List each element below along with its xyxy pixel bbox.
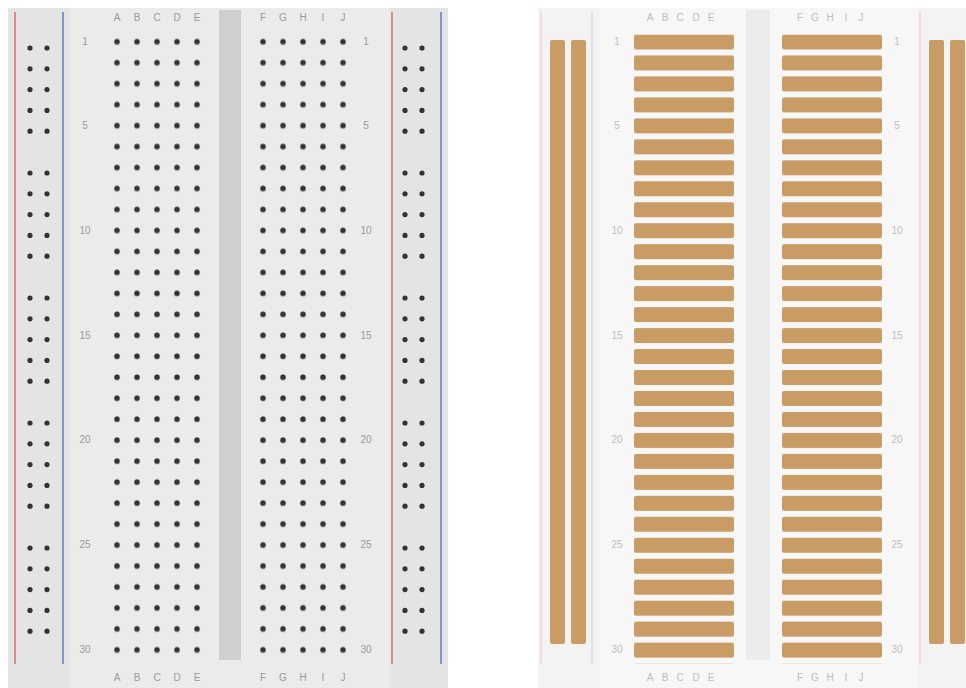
column-letter: C: [153, 672, 160, 684]
column-letter: A: [114, 12, 121, 24]
row-number: 1: [82, 36, 88, 48]
row-number: 30: [360, 644, 371, 656]
column-letter: F: [797, 672, 803, 684]
row-number: 10: [360, 225, 371, 237]
column-letter: F: [797, 12, 803, 24]
column-letter: E: [194, 12, 201, 24]
column-letter: D: [173, 672, 180, 684]
row-number: 20: [611, 434, 622, 446]
row-number: 10: [891, 225, 902, 237]
column-letter: H: [826, 672, 833, 684]
column-letter: C: [676, 12, 683, 24]
column-letter: J: [341, 12, 346, 24]
column-letter: B: [134, 12, 141, 24]
row-number: 15: [611, 330, 622, 342]
column-letter: A: [114, 672, 121, 684]
row-number: 30: [891, 644, 902, 656]
row-number: 5: [614, 120, 620, 132]
row-number: 5: [894, 120, 900, 132]
row-number: 25: [79, 539, 90, 551]
column-letter: I: [845, 12, 848, 24]
row-number: 1: [614, 36, 620, 48]
row-number: 15: [79, 330, 90, 342]
row-number: 1: [894, 36, 900, 48]
row-number: 1: [363, 36, 369, 48]
row-number: 20: [360, 434, 371, 446]
row-number: 5: [82, 120, 88, 132]
column-letter: E: [708, 672, 715, 684]
row-number: 15: [360, 330, 371, 342]
column-letter: J: [859, 672, 864, 684]
row-number: 15: [891, 330, 902, 342]
column-letter: B: [662, 672, 669, 684]
column-letter: B: [134, 672, 141, 684]
column-letter: H: [299, 12, 306, 24]
column-letter: H: [299, 672, 306, 684]
column-letter: G: [279, 672, 287, 684]
column-letter: F: [260, 672, 266, 684]
column-letter: D: [173, 12, 180, 24]
row-number: 10: [611, 225, 622, 237]
row-number: 10: [79, 225, 90, 237]
column-letter: J: [341, 672, 346, 684]
row-number: 5: [363, 120, 369, 132]
column-letter: B: [662, 12, 669, 24]
column-letter: J: [859, 12, 864, 24]
row-number: 30: [611, 644, 622, 656]
column-letter: C: [153, 12, 160, 24]
column-letter: I: [845, 672, 848, 684]
column-letter: D: [692, 12, 699, 24]
column-letter: G: [811, 672, 819, 684]
row-number: 20: [79, 434, 90, 446]
column-letter: A: [647, 12, 654, 24]
column-letter: D: [692, 672, 699, 684]
column-letter: I: [322, 12, 325, 24]
column-letter: I: [322, 672, 325, 684]
row-number: 30: [79, 644, 90, 656]
row-number: 25: [891, 539, 902, 551]
column-letter: E: [194, 672, 201, 684]
column-letter: E: [708, 12, 715, 24]
column-letter: F: [260, 12, 266, 24]
row-number: 25: [611, 539, 622, 551]
column-letter: H: [826, 12, 833, 24]
row-number: 25: [360, 539, 371, 551]
column-letter: G: [811, 12, 819, 24]
row-number: 20: [891, 434, 902, 446]
column-letter: C: [676, 672, 683, 684]
column-letter: G: [279, 12, 287, 24]
column-letter: A: [647, 672, 654, 684]
